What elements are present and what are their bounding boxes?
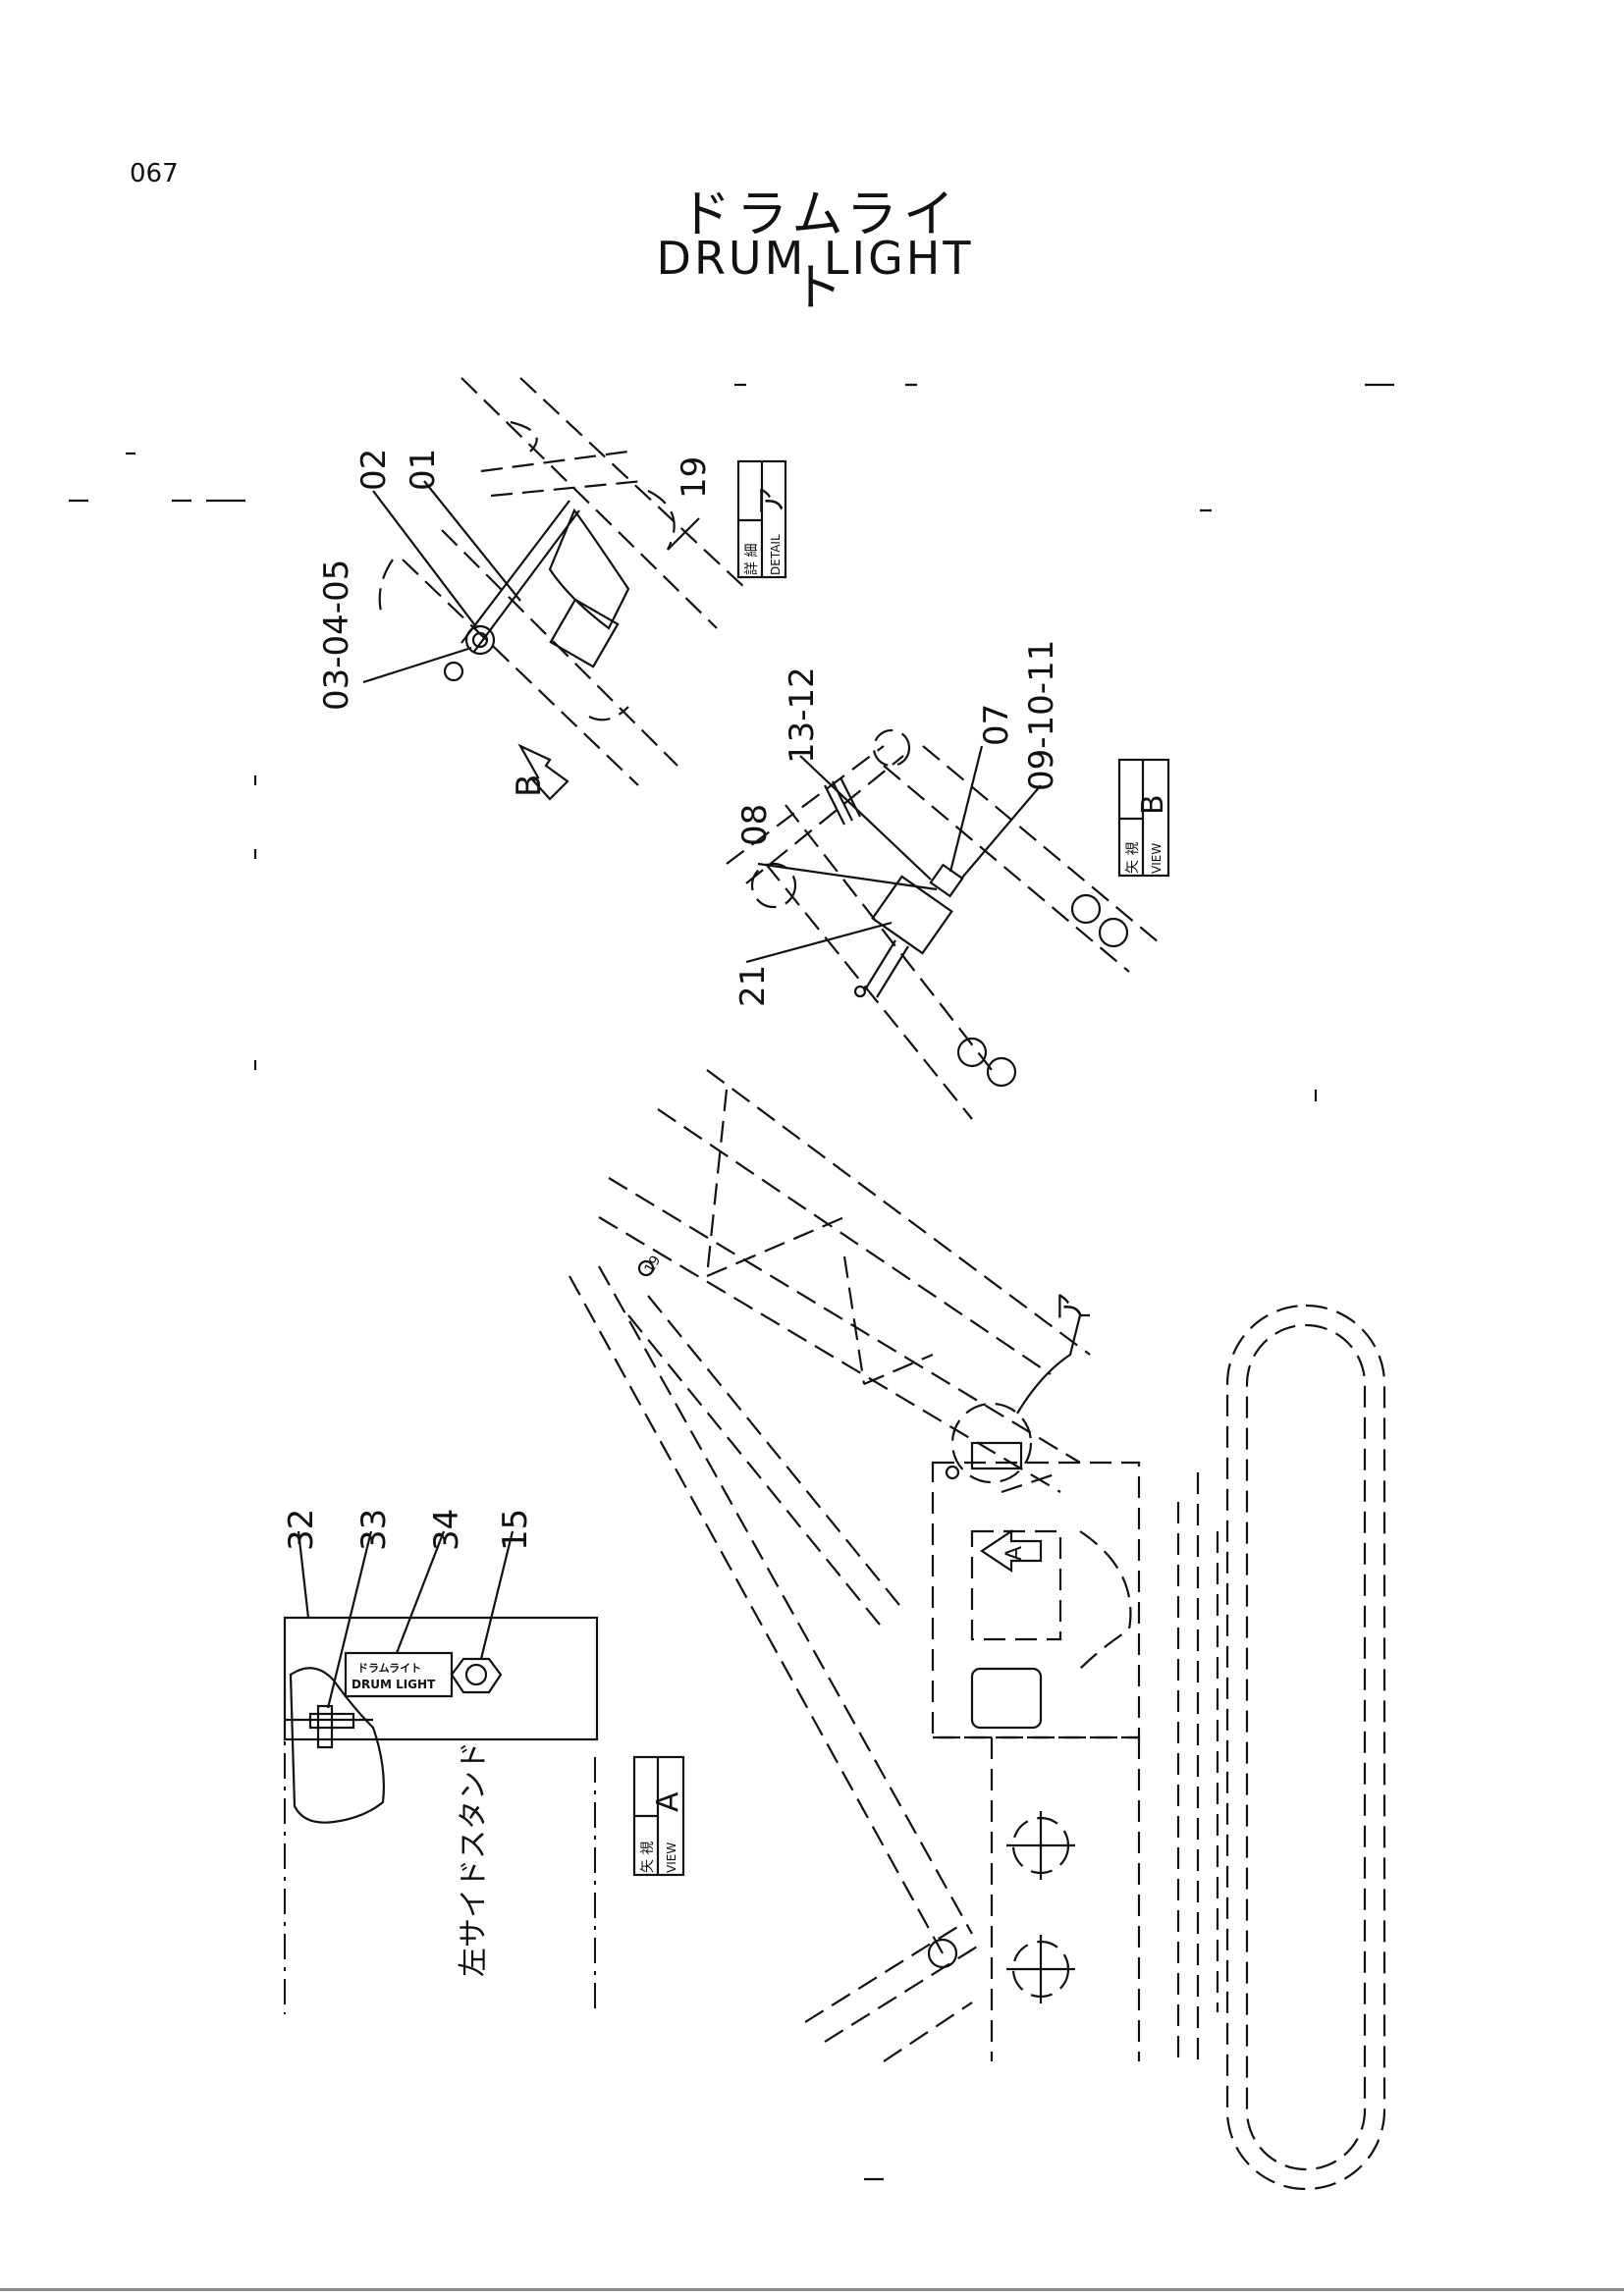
swing-centers — [1006, 1811, 1075, 2003]
callout-32: 32 — [282, 1509, 321, 1551]
detail-mark-leader — [1016, 1313, 1090, 1415]
view-b-drawing — [726, 728, 1160, 1120]
title-japanese: ドラムライト — [679, 186, 960, 318]
detail-a-leaders — [362, 480, 700, 684]
callout-09-10-11: 09-10-11 — [1022, 640, 1061, 791]
registration-ticks — [69, 383, 1394, 2181]
view-a-tag-kanji: 矢 視 — [640, 1842, 656, 1873]
machine-detail-mark: ア — [1054, 1292, 1088, 1321]
page-number: 067 — [130, 159, 179, 188]
nameplate-jp: ドラムライト — [357, 1662, 421, 1675]
detail-tag-kanji: 詳 細 — [744, 544, 760, 575]
upper-structure — [931, 1461, 1180, 2061]
callout-02: 02 — [354, 449, 394, 491]
detail-a-drawing — [378, 377, 747, 801]
view-b-tag-kanji: 矢 視 — [1125, 842, 1141, 874]
view-b-tag-en: VIEW — [1150, 843, 1164, 874]
detail-view-arrow-label: B — [510, 774, 549, 797]
view-a-tag — [632, 1755, 685, 1877]
boom-tag-label: 19 — [642, 1254, 665, 1276]
callout-13-12: 13-12 — [783, 667, 822, 764]
view-b-leaders — [745, 745, 1042, 964]
detail-tag-en: DETAIL — [769, 534, 783, 575]
callout-21: 21 — [733, 965, 773, 1007]
stand-label: 左サイドスタンド — [457, 1741, 491, 1977]
view-a-tag-en: VIEW — [665, 1842, 678, 1873]
view-a-tag-mark: A — [651, 1791, 685, 1812]
callout-19: 19 — [675, 456, 714, 499]
callout-01: 01 — [404, 449, 443, 491]
view-b-tag — [1117, 758, 1170, 878]
view-b-tag-mark: B — [1136, 794, 1170, 815]
nameplate-en: DRUM LIGHT — [352, 1678, 436, 1691]
crawler-track — [1196, 1304, 1386, 2191]
detail-tag-mark: ア — [755, 486, 789, 515]
view-a-leaders — [297, 1530, 514, 1709]
callout-34: 34 — [427, 1509, 466, 1551]
callout-07: 07 — [977, 704, 1016, 746]
title-english: DRUM LIGHT — [656, 232, 974, 285]
view-a-drawing — [283, 1616, 599, 2014]
callout-33: 33 — [354, 1509, 394, 1551]
callout-03-04-05: 03-04-05 — [317, 560, 356, 711]
boom-lattice — [568, 1069, 1091, 2062]
machine-view-arrow-label: A — [1002, 1546, 1027, 1561]
callout-08: 08 — [735, 804, 775, 846]
detail-tag — [736, 459, 787, 579]
callout-15: 15 — [496, 1509, 535, 1551]
bottom-rule — [0, 2288, 1624, 2291]
